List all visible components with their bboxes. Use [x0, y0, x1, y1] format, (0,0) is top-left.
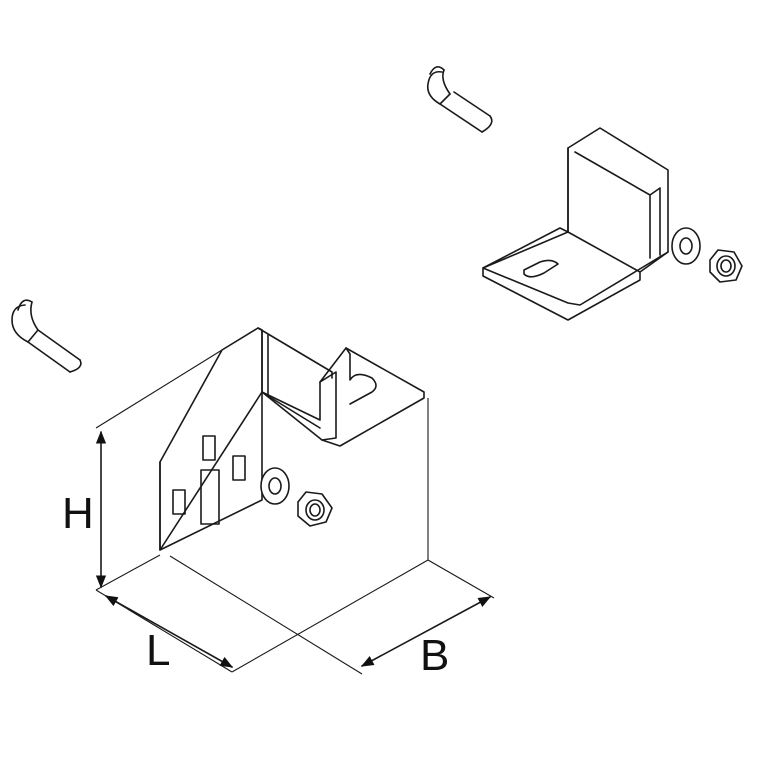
main-nut — [297, 491, 333, 527]
width-dimension-arrow — [360, 596, 492, 667]
slot-hole — [200, 469, 220, 525]
main-washer — [260, 467, 290, 505]
pin-top — [426, 66, 493, 133]
length-label: L — [146, 626, 170, 675]
square-hole — [232, 455, 246, 481]
small-bracket — [482, 127, 669, 321]
pin-left — [11, 299, 82, 373]
square-hole — [202, 435, 216, 461]
square-hole — [172, 489, 186, 515]
slot — [523, 259, 559, 278]
width-label: B — [420, 631, 449, 680]
height-label: H — [62, 489, 94, 538]
main-bracket — [159, 327, 425, 551]
length-dimension-arrow — [104, 595, 234, 668]
small-nut — [709, 249, 743, 283]
small-washer — [671, 227, 701, 265]
